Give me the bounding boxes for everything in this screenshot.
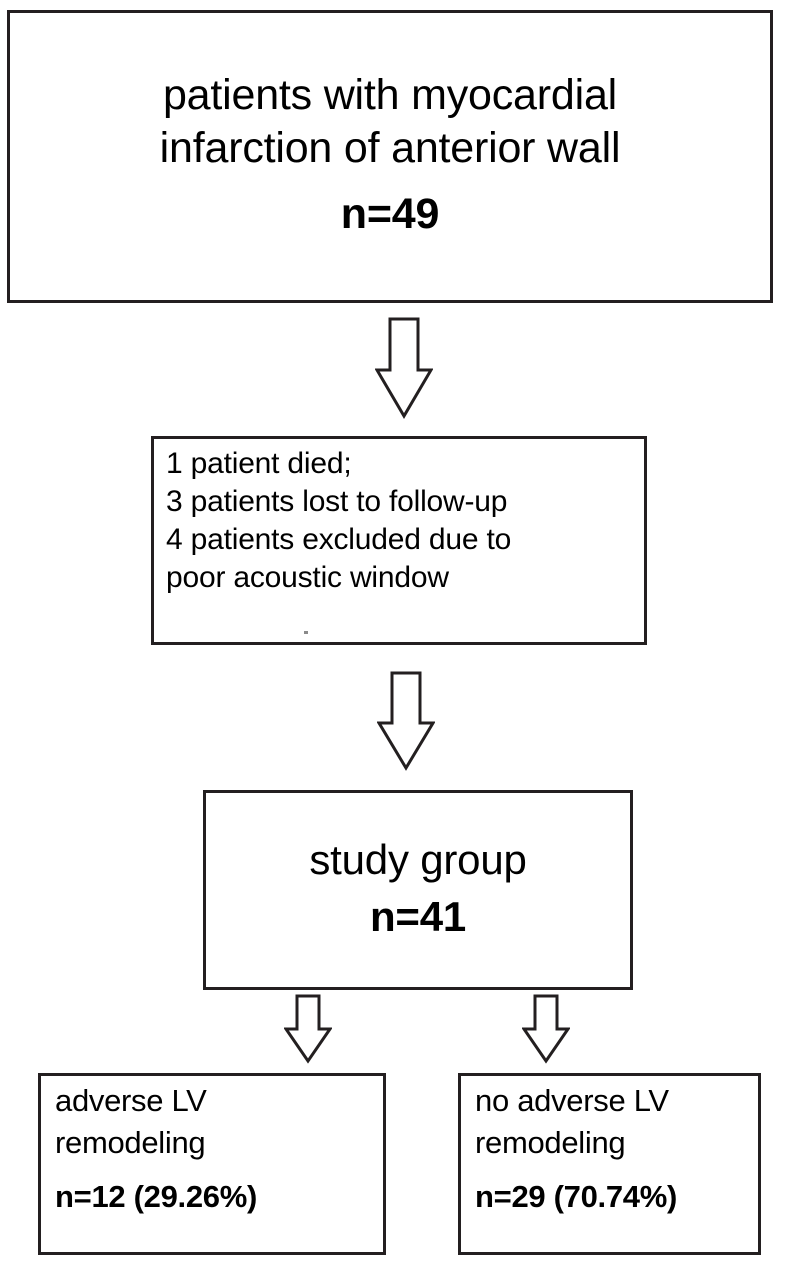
cohort-line-1: patients with myocardial: [162, 70, 618, 119]
study-group-label: study group: [309, 836, 527, 883]
exclusions-line-3: 4 patients excluded due to: [166, 523, 512, 556]
node-no-adverse-lv-remodeling: no adverse LV remodeling n=29 (70.74%): [458, 1073, 761, 1255]
node-patient-cohort: patients with myocardial infarction of a…: [7, 10, 773, 303]
down-arrow-exclusions-to-study-group: [377, 671, 435, 771]
down-arrow-study-to-no-adverse: [522, 994, 570, 1064]
node-study-group: study group n=41: [203, 790, 633, 990]
scan-artifact-dot: [304, 631, 308, 634]
down-arrow-study-to-adverse: [284, 994, 332, 1064]
node-adverse-lv-remodeling: adverse LV remodeling n=12 (29.26%): [38, 1073, 386, 1255]
study-group-count: n=41: [369, 893, 467, 940]
exclusions-line-4: poor acoustic window: [166, 561, 449, 594]
no-adverse-line-1: no adverse LV: [475, 1083, 669, 1118]
node-exclusions: 1 patient died; 3 patients lost to follo…: [151, 436, 647, 645]
exclusions-line-2: 3 patients lost to follow-up: [166, 485, 508, 518]
no-adverse-line-2: remodeling: [475, 1125, 626, 1160]
adverse-line-1: adverse LV: [55, 1083, 207, 1118]
no-adverse-count: n=29 (70.74%): [475, 1179, 678, 1214]
cohort-count: n=49: [340, 189, 440, 238]
down-arrow-cohort-to-exclusions: [375, 317, 433, 419]
cohort-line-2: infarction of anterior wall: [159, 123, 621, 172]
adverse-count: n=12 (29.26%): [55, 1179, 258, 1214]
adverse-line-2: remodeling: [55, 1125, 206, 1160]
exclusions-line-1: 1 patient died;: [166, 447, 352, 480]
